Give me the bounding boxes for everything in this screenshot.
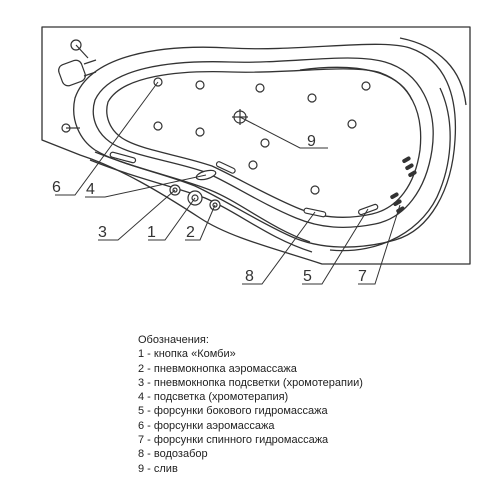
- legend-item: 7 - форсунки спинного гидромассажа: [138, 434, 329, 447]
- aero-nozzle: [153, 121, 163, 131]
- leader-1: [148, 197, 196, 241]
- legend-item: 3 - пневмокнопка подсветки (хромотерапии…: [138, 376, 363, 389]
- callout-2: 2: [186, 224, 195, 241]
- aero-nozzle: [195, 80, 205, 90]
- aero-nozzles: [153, 77, 371, 195]
- legend-item: 2 - пневмокнопка аэромассажа: [138, 362, 297, 375]
- backrest-curve: [299, 66, 413, 101]
- bathtub-diagram: 6 4 3 1 2 9 8 5 7: [41, 26, 471, 285]
- legend-item: 4 - подсветка (хромотерапия): [138, 391, 289, 404]
- legend-item: 1 - кнопка «Комби»: [138, 348, 236, 361]
- faucet-icon: [58, 39, 97, 133]
- aero-nozzle: [248, 160, 258, 170]
- back-hydro-nozzles: [390, 156, 417, 213]
- callout-3: 3: [98, 224, 107, 241]
- leader-4: [85, 174, 207, 198]
- leader-5: [302, 208, 369, 285]
- callout-7: 7: [358, 268, 367, 285]
- aero-nozzle: [255, 83, 265, 93]
- leader-9: [239, 116, 328, 149]
- leader-2: [185, 204, 216, 241]
- apron-curve-right: [329, 87, 451, 252]
- callout-5: 5: [303, 268, 312, 285]
- callout-4: 4: [86, 181, 95, 198]
- leader-8: [242, 211, 316, 285]
- legend: Обозначения: 1 - кнопка «Комби» 2 - пнев…: [138, 333, 498, 476]
- side-hydro-nozzles: [109, 151, 379, 218]
- aero-nozzle: [195, 127, 205, 137]
- callout-8: 8: [245, 268, 254, 285]
- leader-7: [358, 204, 401, 285]
- callout-9: 9: [307, 133, 316, 150]
- legend-item: 5 - форсунки бокового гидромассажа: [138, 405, 328, 418]
- aero-nozzle: [307, 93, 317, 103]
- legend-item: 6 - форсунки аэромассажа: [138, 419, 275, 432]
- rim-step: [399, 37, 467, 106]
- callout-6: 6: [52, 179, 61, 196]
- legend-item: 8 - водозабор: [138, 448, 208, 461]
- leader-3: [98, 189, 176, 241]
- apron-line-2: [89, 159, 313, 253]
- aero-nozzle: [310, 185, 320, 195]
- apron-line-1: [94, 151, 311, 243]
- legend-title: Обозначения:: [138, 334, 209, 346]
- legend-item: 9 - слив: [138, 462, 178, 475]
- legend-list: 1 - кнопка «Комби» 2 - пневмокнопка аэро…: [138, 347, 498, 476]
- tub-outer-frame: [41, 26, 471, 265]
- leader-6: [55, 81, 159, 196]
- aero-nozzle: [347, 119, 357, 129]
- callout-1: 1: [147, 224, 156, 241]
- aero-nozzle: [260, 138, 270, 148]
- aero-nozzle: [361, 81, 371, 91]
